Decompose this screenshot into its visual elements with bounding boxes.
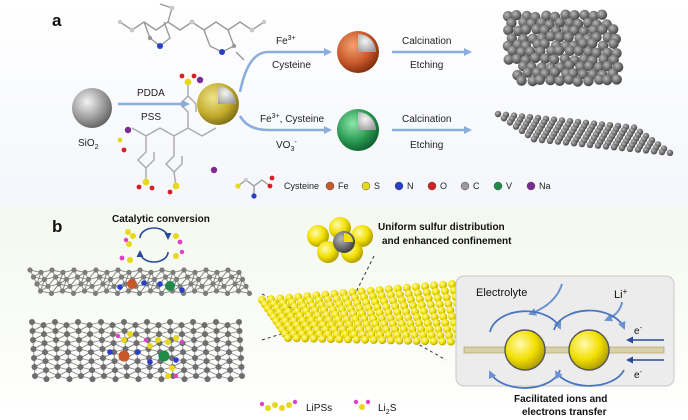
pdda-label: PDDA bbox=[137, 88, 165, 99]
legend-swatch-s bbox=[361, 181, 371, 191]
legend-label-v: V bbox=[506, 181, 512, 191]
polysulfide-legend: LiPSs Li2S bbox=[259, 399, 397, 416]
arrow-to-fe-route bbox=[238, 48, 332, 93]
element-legend: Cysteine Fe S N O C V Na bbox=[235, 175, 551, 199]
legend-label-na: Na bbox=[539, 181, 551, 191]
arrow-to-v-route bbox=[238, 115, 332, 134]
legend-cysteine-label: Cysteine bbox=[284, 181, 319, 191]
pdda-pss-coated-sphere bbox=[197, 83, 239, 125]
catalytic-conversion-label: Catalytic conversion bbox=[112, 214, 210, 225]
bottom-reagent-vo3: VO3- bbox=[276, 139, 297, 153]
sulfur-host-sphere-right bbox=[568, 329, 610, 371]
top-step-etching: Etching bbox=[410, 60, 443, 71]
legend-label-s: S bbox=[374, 181, 380, 191]
facilitated-transfer-label-1: Facilitated ions and bbox=[514, 394, 607, 405]
pdda-atoms bbox=[117, 5, 267, 55]
legend-swatch-v bbox=[493, 181, 503, 191]
legend-label-n: N bbox=[407, 181, 414, 191]
catalyst-sites bbox=[107, 279, 185, 379]
sulfur-host-sphere-left bbox=[504, 329, 546, 371]
li-ion-arrow bbox=[604, 301, 623, 322]
bottom-step-calcination: Calcination bbox=[402, 114, 451, 125]
panel-a-label: a bbox=[52, 11, 62, 30]
nanosheet-structure bbox=[494, 110, 674, 156]
sio2-label: SiO2 bbox=[78, 138, 99, 151]
pss-atoms bbox=[117, 73, 218, 195]
legend-swatch-fe bbox=[325, 181, 335, 191]
electron-label-upper: e- bbox=[634, 325, 643, 337]
electron-label-lower: e- bbox=[634, 369, 643, 381]
diffusion-arc-lower-right bbox=[554, 369, 625, 387]
uniform-sulfur-label-1: Uniform sulfur distribution bbox=[378, 222, 505, 233]
hollow-sphere-cluster bbox=[502, 9, 624, 87]
top-reagent-cysteine: Cysteine bbox=[272, 60, 311, 71]
sio2-sphere bbox=[72, 88, 112, 128]
electrolyte-label: Electrolyte bbox=[476, 287, 527, 299]
panel-b-label: b bbox=[52, 217, 62, 236]
li-ion-label: Li+ bbox=[614, 287, 628, 301]
ion-transport-inset: Electrolyte Li+ e- e- bbox=[455, 275, 675, 389]
graphene-layer-bottom bbox=[29, 319, 245, 383]
bottom-step-etching: Etching bbox=[410, 140, 443, 151]
diffusion-arc-upper-left bbox=[489, 310, 562, 333]
bottom-reagent-fe-cysteine: Fe3+, Cysteine bbox=[260, 113, 325, 125]
legend-label-c: C bbox=[473, 181, 480, 191]
legend-label-o: O bbox=[440, 181, 447, 191]
li2s-label: Li2S bbox=[378, 403, 397, 416]
cycle-arrow-bottom bbox=[136, 250, 169, 263]
diffusion-arc-upper-right bbox=[553, 309, 626, 331]
fe-doped-sphere bbox=[337, 31, 379, 73]
uniform-sulfur-label-2: and enhanced confinement bbox=[382, 236, 512, 247]
legend-swatch-o bbox=[427, 181, 437, 191]
top-step-calcination: Calcination bbox=[402, 36, 451, 47]
legend-swatch-c bbox=[460, 181, 470, 191]
cycle-arrow-top bbox=[139, 227, 172, 240]
lipss-label: LiPSs bbox=[306, 403, 332, 414]
lipss-chain-top bbox=[119, 229, 185, 263]
sulfur-particle-cluster bbox=[307, 217, 373, 263]
legend-swatch-n bbox=[394, 181, 404, 191]
legend-label-fe: Fe bbox=[338, 181, 349, 191]
pss-label: PSS bbox=[141, 112, 161, 123]
facilitated-transfer-label-2: electrons transfer bbox=[522, 407, 607, 418]
sulfur-loaded-sheet bbox=[258, 280, 472, 346]
current-collector bbox=[463, 346, 665, 354]
fe-v-doped-sphere bbox=[337, 109, 379, 151]
top-reagent-fe: Fe3+ bbox=[276, 35, 296, 47]
legend-swatch-na bbox=[526, 181, 536, 191]
graphene-layer-top bbox=[27, 267, 253, 296]
